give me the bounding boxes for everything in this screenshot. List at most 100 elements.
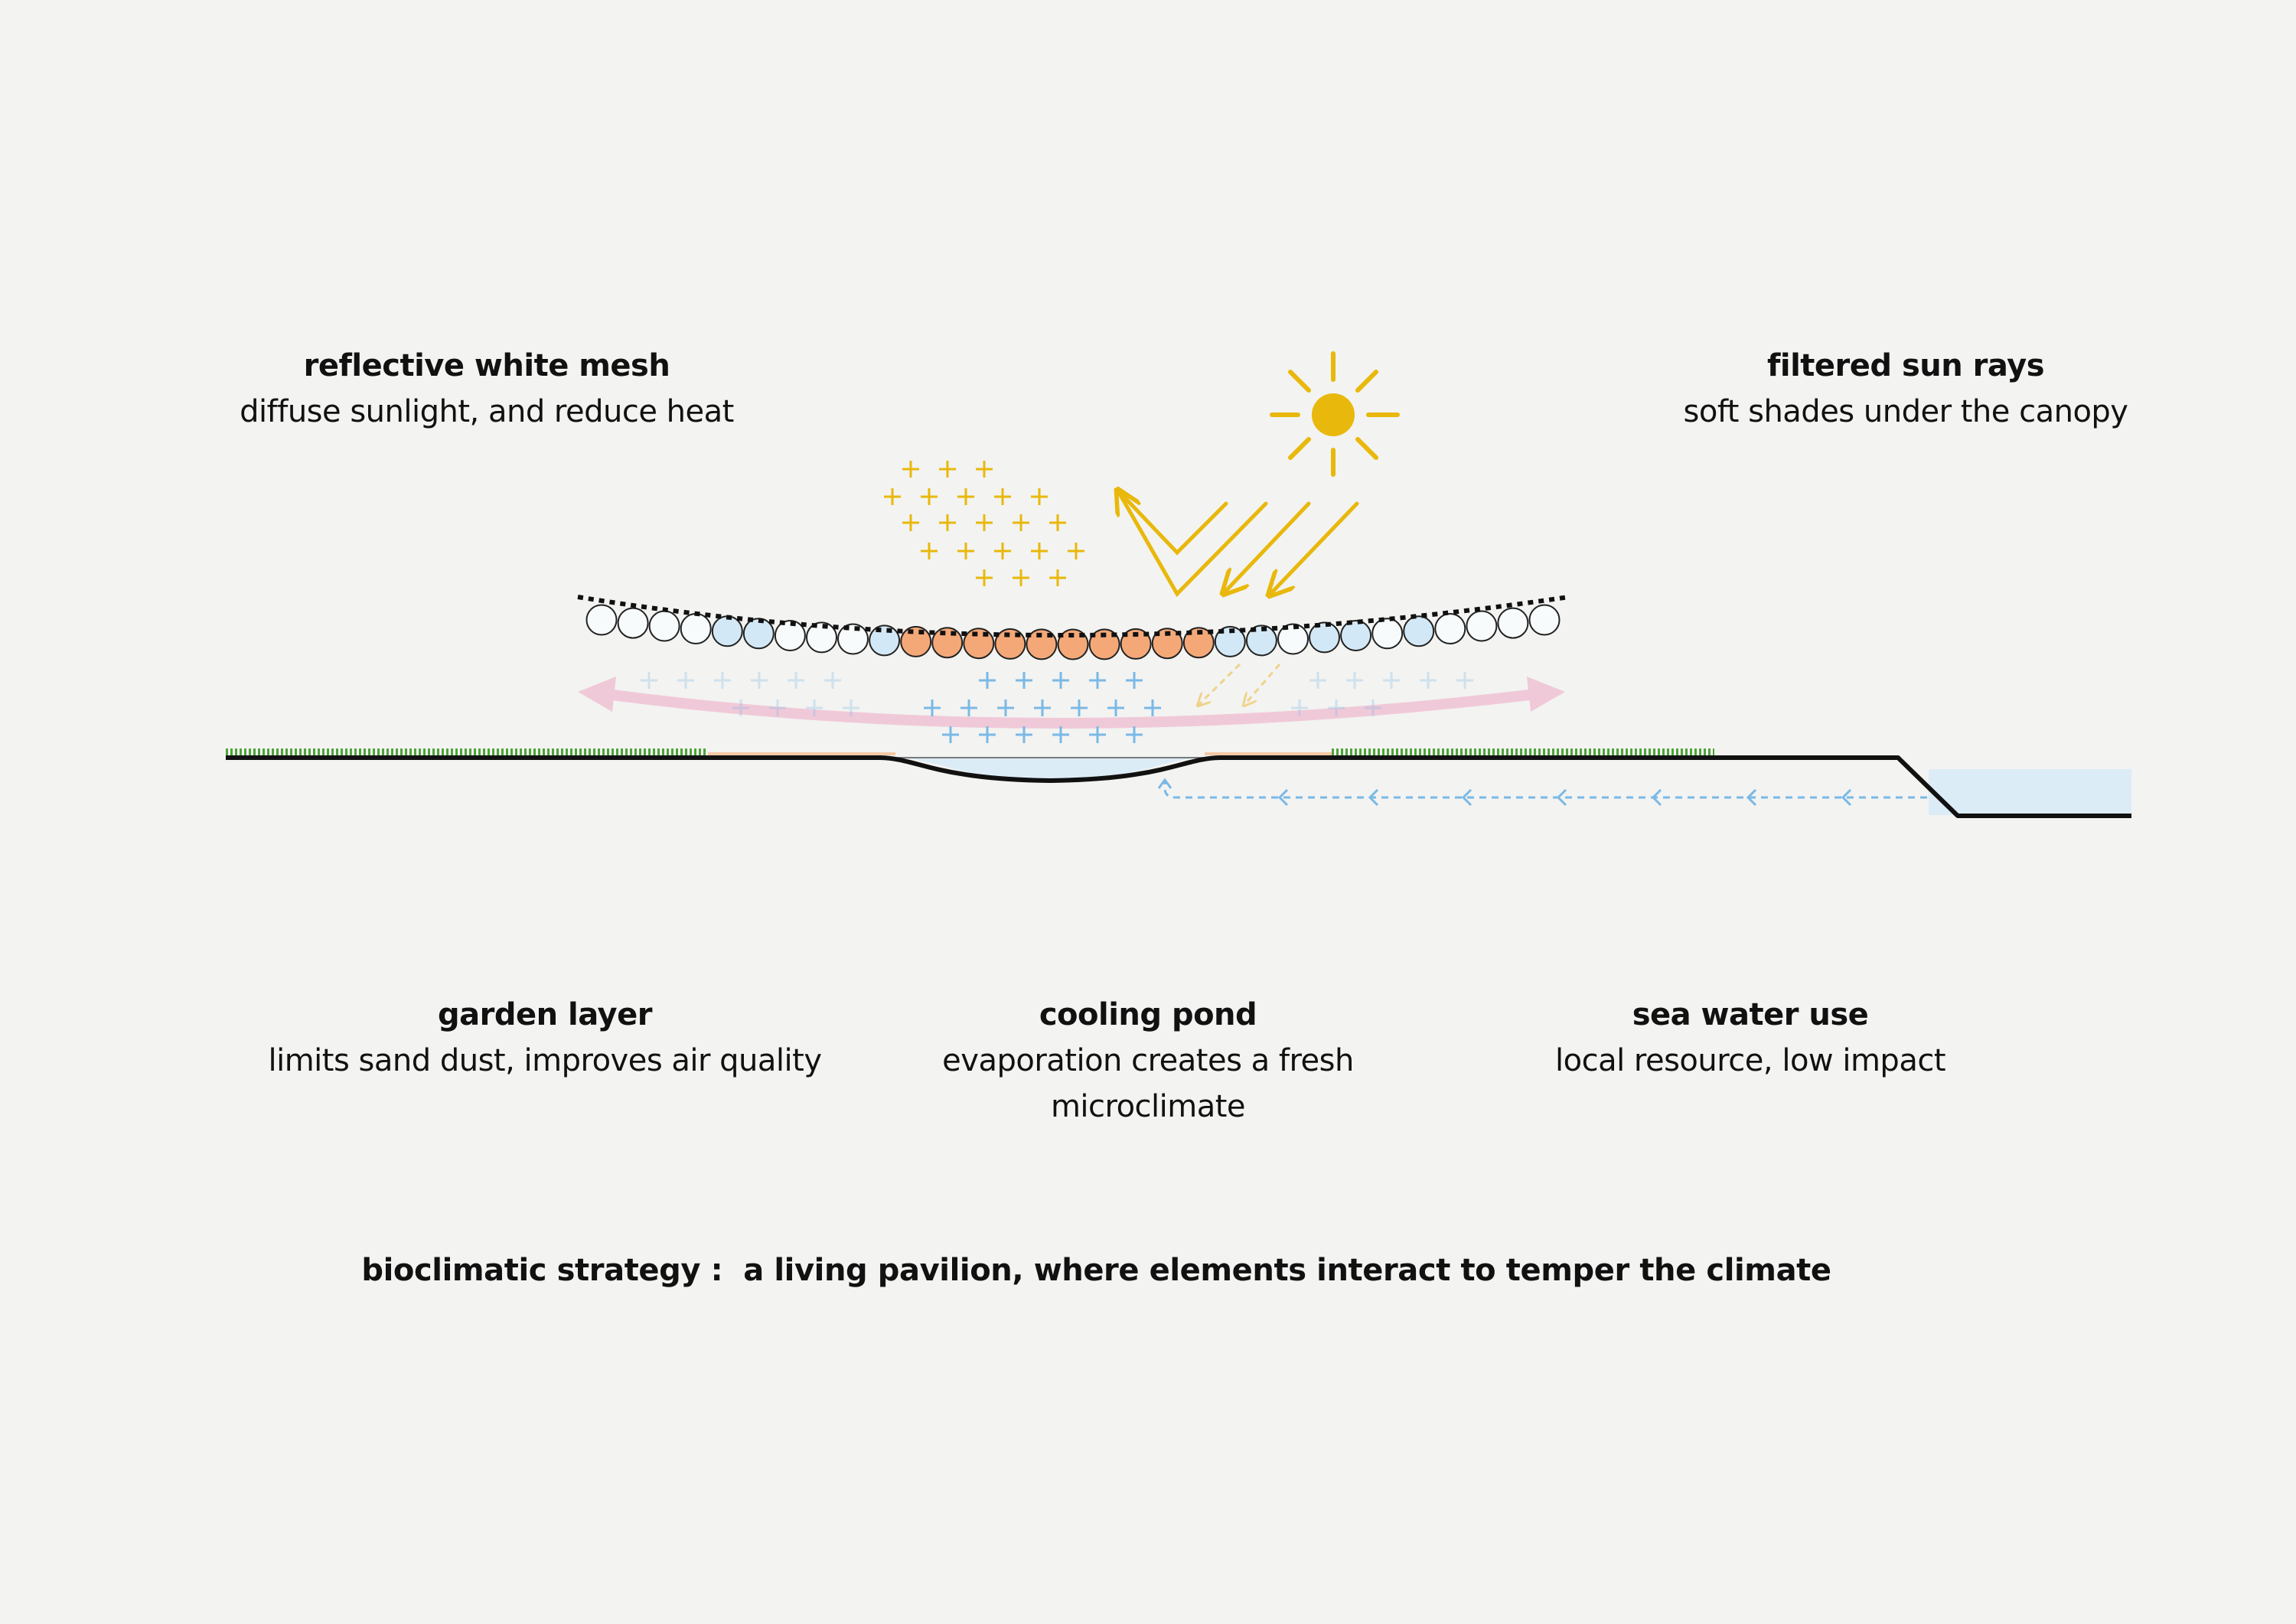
cool-air-plus [1365, 699, 1381, 716]
canopy-sphere [1340, 620, 1372, 651]
warm-air-plus [939, 461, 956, 478]
cool-air-plus [979, 726, 996, 743]
cool-air-plus [1420, 672, 1437, 689]
cool-air-plus [1346, 672, 1363, 689]
cool-air-plus [1126, 726, 1143, 743]
warm-air-plus [1049, 514, 1066, 531]
cool-air-plus [843, 699, 859, 716]
cool-air-plus [714, 672, 731, 689]
filtered-sun-desc: soft shades under the canopy [1683, 394, 2128, 429]
airflow-arrowhead-left [578, 677, 616, 712]
cool-air-plus [1089, 672, 1106, 689]
cool-air-plus [1052, 726, 1069, 743]
warm-air-plus [976, 514, 993, 531]
cooling-pond-desc-line1: evaporation creates a fresh [942, 1043, 1354, 1078]
warm-air-plus [1049, 569, 1066, 586]
cooling-pond-title: cooling pond [1039, 997, 1257, 1032]
canopy-sphere [931, 627, 964, 659]
warm-air-plus [1068, 543, 1084, 559]
cool-air-plus [1107, 699, 1124, 716]
garden-layer-desc: limits sand dust, improves air quality [268, 1043, 822, 1078]
canopy-sphere [1277, 623, 1309, 655]
reflected-ray-arrow [1117, 490, 1268, 598]
warm-air-plus [994, 488, 1011, 505]
canopy-sphere [585, 604, 618, 636]
canopy-sphere [617, 607, 649, 639]
cool-air-plus [824, 672, 841, 689]
warm-air-plus [976, 461, 993, 478]
water-flow-chevron [1746, 788, 1757, 807]
warm-air-plus [1013, 569, 1029, 586]
canopy-sphere [994, 628, 1026, 660]
cool-air-plus [924, 699, 941, 716]
canopy-sphere [1497, 607, 1529, 639]
warm-air-plus [1031, 488, 1048, 505]
cool-air-plus [1052, 672, 1069, 689]
canopy-sphere [869, 624, 901, 657]
cool-air-plus [1034, 699, 1051, 716]
water-flow-arrowhead [1157, 778, 1172, 789]
canopy-sphere [1309, 621, 1340, 654]
canopy-sphere [1245, 624, 1277, 657]
canopy-sphere [1466, 610, 1498, 642]
canopy-sphere [774, 620, 806, 651]
warm-air-plus [921, 543, 938, 559]
water-flow-chevron [1841, 788, 1852, 807]
canopy-sphere [963, 628, 995, 660]
filtered-sun-title: filtered sun rays [1766, 348, 2045, 383]
canopy-sphere [1371, 618, 1404, 650]
cool-air-plus [1016, 726, 1032, 743]
water-flow-chevron [1277, 788, 1289, 807]
canopy-sphere [1214, 625, 1246, 657]
cool-air-plus [732, 699, 749, 716]
diagram-caption: bioclimatic strategy : a living pavilion… [361, 1253, 1831, 1288]
sea-water-title: sea water use [1632, 997, 1869, 1032]
filtered-ray-arrows [1198, 663, 1281, 706]
cool-air-plus [1016, 672, 1032, 689]
cool-air-plus [788, 672, 804, 689]
sea-water-label: sea water use local resource, low impact [1444, 992, 2056, 1084]
cool-air-plus [1071, 699, 1088, 716]
sea-water [1929, 769, 2131, 815]
canopy-sphere [1403, 615, 1435, 647]
warm-air-plus [902, 461, 919, 478]
cool-air-plus [1456, 672, 1473, 689]
cool-air-plus [997, 699, 1014, 716]
filtered-sun-label: filtered sun rays soft shades under the … [1600, 343, 2212, 435]
cool-air-plus [1126, 672, 1143, 689]
cool-air-plus [806, 699, 823, 716]
warm-air-plus [884, 488, 901, 505]
cool-air-plus-group [641, 672, 1473, 743]
water-flow-arrow [1163, 781, 1927, 799]
reflected-ray-arrow [1115, 488, 1228, 556]
reflective-mesh-label: reflective white mesh diffuse sunlight, … [181, 343, 793, 435]
warm-air-plus [957, 543, 974, 559]
cool-air-plus [942, 726, 959, 743]
airflow-arrow [607, 690, 1534, 729]
airflow-arrowhead-right [1527, 677, 1565, 712]
canopy-dotted-line [577, 595, 1570, 638]
warm-air-plus [994, 543, 1011, 559]
water-flow-chevron [1651, 788, 1662, 807]
cooling-pond-label: cooling pond evaporation creates a fresh… [918, 992, 1378, 1130]
reflective-mesh-title: reflective white mesh [303, 348, 670, 383]
cool-air-plus [641, 672, 657, 689]
canopy-sphere [1120, 628, 1152, 660]
sunray-arrow [1223, 501, 1311, 594]
canopy-sphere [1528, 604, 1561, 636]
canopy-sphere [1151, 628, 1183, 660]
cool-air-plus [1383, 672, 1400, 689]
cool-air-plus [1089, 726, 1106, 743]
warm-air-plus [1013, 514, 1029, 531]
garden-layer-title: garden layer [438, 997, 652, 1032]
canopy-sphere [1434, 613, 1466, 644]
warm-air-plus [1031, 543, 1048, 559]
warm-air-plus [921, 488, 938, 505]
cool-air-plus [1328, 699, 1345, 716]
cool-air-plus [1309, 672, 1326, 689]
cooling-pond-desc-line2: microclimate [1050, 1089, 1246, 1124]
cool-air-plus [751, 672, 768, 689]
sun-icon [1270, 351, 1400, 477]
sea-water-desc: local resource, low impact [1554, 1043, 1946, 1078]
